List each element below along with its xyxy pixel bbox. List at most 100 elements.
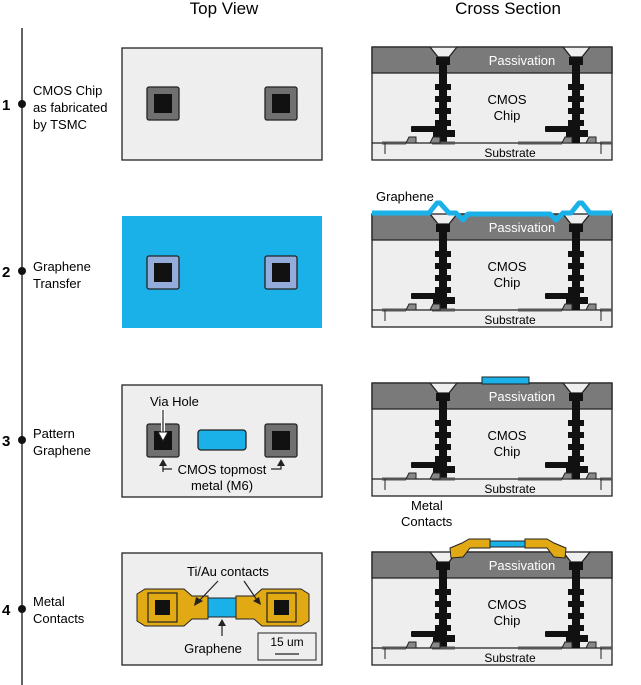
via-stack xyxy=(433,562,455,648)
transistor-gate xyxy=(429,472,441,480)
top-view-4: Ti/Au contacts Graphene 15 um xyxy=(121,552,323,666)
transistor-gate xyxy=(585,472,597,480)
via-base xyxy=(566,466,588,473)
timeline-dot xyxy=(18,436,26,444)
graphene-label: Graphene xyxy=(184,641,242,656)
pad-right xyxy=(264,255,298,290)
step-label: as fabricated xyxy=(33,100,107,115)
via-base xyxy=(566,635,588,642)
ti-au-contacts-label: Ti/Au contacts xyxy=(187,564,269,579)
via-rung xyxy=(568,275,584,281)
pad-left xyxy=(147,592,178,623)
via-stack xyxy=(566,562,588,648)
local-interconnect xyxy=(421,631,441,637)
via-rung xyxy=(568,432,584,438)
chip-label: CMOS xyxy=(488,92,527,107)
step-label: Transfer xyxy=(33,276,82,291)
substrate-label: Substrate xyxy=(484,482,536,496)
cmos-topmost-bracket xyxy=(159,459,285,472)
via-stack xyxy=(433,393,455,479)
chip-label: CMOS xyxy=(488,428,527,443)
cross-section-header: Cross Section xyxy=(455,0,561,18)
via xyxy=(274,600,289,615)
chip-label: Chip xyxy=(494,613,521,628)
via-stack xyxy=(566,57,588,143)
transistor-gate xyxy=(585,641,597,649)
transistor-gate xyxy=(561,136,573,144)
step-label: Metal xyxy=(33,594,65,609)
transistor-gate xyxy=(585,136,597,144)
graphene-between-contacts xyxy=(489,540,526,548)
step-label: Pattern xyxy=(33,426,75,441)
chip-label: Chip xyxy=(494,108,521,123)
substrate-label: Substrate xyxy=(484,313,536,327)
via-rung xyxy=(435,108,451,114)
top-view-2 xyxy=(122,216,322,328)
transistor-gate xyxy=(561,303,573,311)
step-4-marker: 4 Metal Contacts xyxy=(2,594,85,626)
step-label: by TSMC xyxy=(33,117,87,132)
step-number: 4 xyxy=(2,602,11,619)
step-2-marker: 2 Graphene Transfer xyxy=(2,259,91,291)
pad-right xyxy=(264,86,298,121)
via-stack xyxy=(566,224,588,310)
via-rung xyxy=(435,444,451,450)
pad-left xyxy=(146,86,180,121)
metal-contacts-label: Metal xyxy=(411,498,443,513)
via-rung xyxy=(435,96,451,102)
via-base xyxy=(566,130,588,137)
via-rung xyxy=(568,589,584,595)
patterned-graphene xyxy=(481,376,530,385)
timeline-dot xyxy=(18,100,26,108)
via-rung xyxy=(568,108,584,114)
via-top xyxy=(436,562,450,570)
via-top xyxy=(569,562,583,570)
transistor-gate xyxy=(405,303,417,311)
via xyxy=(272,431,290,450)
substrate-label: Substrate xyxy=(484,651,536,665)
via-rung xyxy=(568,601,584,607)
via-stack xyxy=(566,393,588,479)
via xyxy=(154,94,172,113)
via-rung xyxy=(568,613,584,619)
via-hole-arrow xyxy=(157,410,169,443)
via-rung xyxy=(435,275,451,281)
via-rung xyxy=(568,456,584,462)
via-top xyxy=(569,393,583,401)
via-rung xyxy=(435,263,451,269)
local-interconnect xyxy=(421,293,441,299)
scale-bar-label: 15 um xyxy=(270,635,303,649)
via-top xyxy=(436,393,450,401)
via xyxy=(272,94,290,113)
via-rung xyxy=(568,120,584,126)
via-base xyxy=(566,297,588,304)
via-rung xyxy=(435,420,451,426)
via-base xyxy=(433,466,455,473)
via-base xyxy=(433,130,455,137)
chip-label: CMOS xyxy=(488,597,527,612)
graphene-layer xyxy=(372,200,612,223)
passivation-label: Passivation xyxy=(489,220,555,235)
via-rung xyxy=(568,444,584,450)
via-base xyxy=(433,297,455,304)
step-label: Contacts xyxy=(33,611,85,626)
step-number: 1 xyxy=(2,97,10,114)
passivation-label: Passivation xyxy=(489,53,555,68)
pad-right xyxy=(266,592,297,623)
graphene-arrow xyxy=(218,619,226,636)
local-interconnect xyxy=(555,126,575,132)
local-interconnect xyxy=(421,462,441,468)
passivation-label: Passivation xyxy=(489,389,555,404)
via-rung xyxy=(435,601,451,607)
via-hole-label: Via Hole xyxy=(150,394,199,409)
step-1-marker: 1 CMOS Chip as fabricated by TSMC xyxy=(2,83,107,132)
via-top xyxy=(436,224,450,232)
via-rung xyxy=(568,96,584,102)
top-view-header: Top View xyxy=(190,0,259,18)
via-stack xyxy=(433,224,455,310)
cmos-topmost-label: CMOS topmost xyxy=(178,462,267,477)
